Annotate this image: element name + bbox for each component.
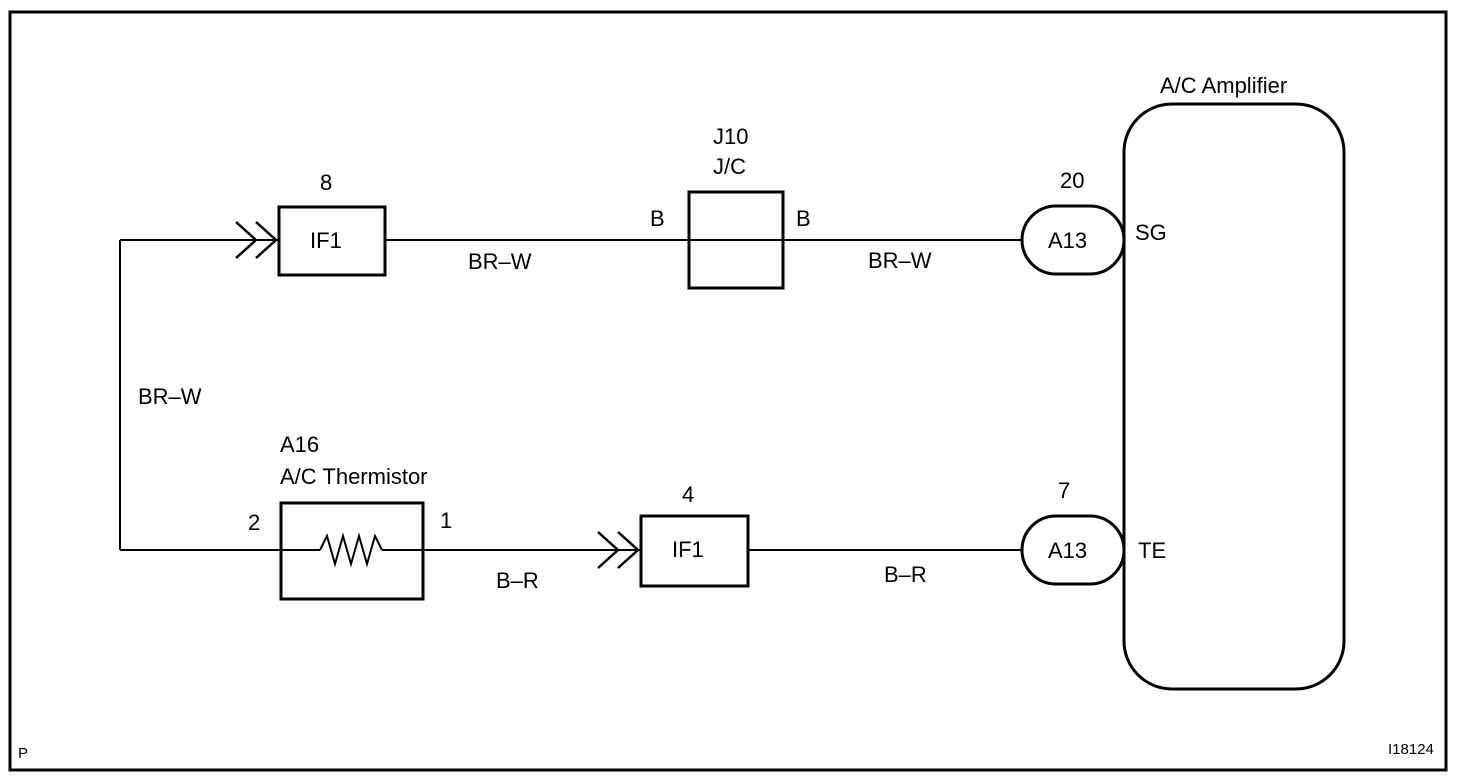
chevron-bottom-2: [617, 531, 640, 569]
wire-label-bottom-right: B–R: [884, 562, 927, 587]
thermistor-pin-right: 1: [440, 508, 452, 533]
corner-mark: P: [18, 745, 28, 762]
junction-j10-id: J10: [713, 124, 748, 149]
terminal-te-label: TE: [1138, 538, 1166, 563]
connector-a13-bottom: [1020, 514, 1126, 586]
ac-amplifier-box: [1122, 102, 1346, 691]
chevron-top-2: [255, 221, 278, 259]
connector-a13-top-pin: 20: [1060, 168, 1084, 193]
resistor-zigzag-icon: [319, 532, 383, 568]
chevron-bottom-1: [597, 531, 620, 569]
connector-a13-bottom-pin: 7: [1058, 478, 1070, 503]
connector-if1-top-label: IF1: [310, 228, 342, 253]
wire-label-bottom-left: B–R: [496, 568, 539, 593]
wire-label-top-left: BR–W: [468, 249, 532, 274]
connector-a13-top: [1020, 204, 1126, 276]
diagram-frame: [8, 10, 1448, 772]
junction-left-pin: B: [650, 206, 665, 231]
junction-j10-name: J/C: [713, 154, 746, 179]
connector-if1-bottom: [639, 514, 750, 588]
wire-label-vertical: BR–W: [138, 384, 202, 409]
junction-j10-box: [687, 190, 785, 290]
connector-if1-bottom-pin: 4: [682, 482, 694, 507]
connector-a13-bottom-label: A13: [1048, 538, 1087, 563]
figure-id: I18124: [1388, 741, 1434, 758]
connector-if1-top-pin: 8: [320, 170, 332, 195]
thermistor-name: A/C Thermistor: [280, 464, 428, 489]
chevron-top-1: [235, 221, 258, 259]
thermistor-pin-left: 2: [248, 510, 260, 535]
connector-a13-top-label: A13: [1048, 228, 1087, 253]
connector-if1-bottom-label: IF1: [672, 537, 704, 562]
thermistor-a16-box: [279, 501, 425, 601]
connector-if1-top: [277, 205, 387, 277]
junction-right-pin: B: [796, 206, 811, 231]
wire-label-top-right: BR–W: [868, 248, 932, 273]
ac-amplifier-title: A/C Amplifier: [1160, 73, 1287, 98]
thermistor-id: A16: [280, 432, 319, 457]
terminal-sg-label: SG: [1135, 220, 1167, 245]
